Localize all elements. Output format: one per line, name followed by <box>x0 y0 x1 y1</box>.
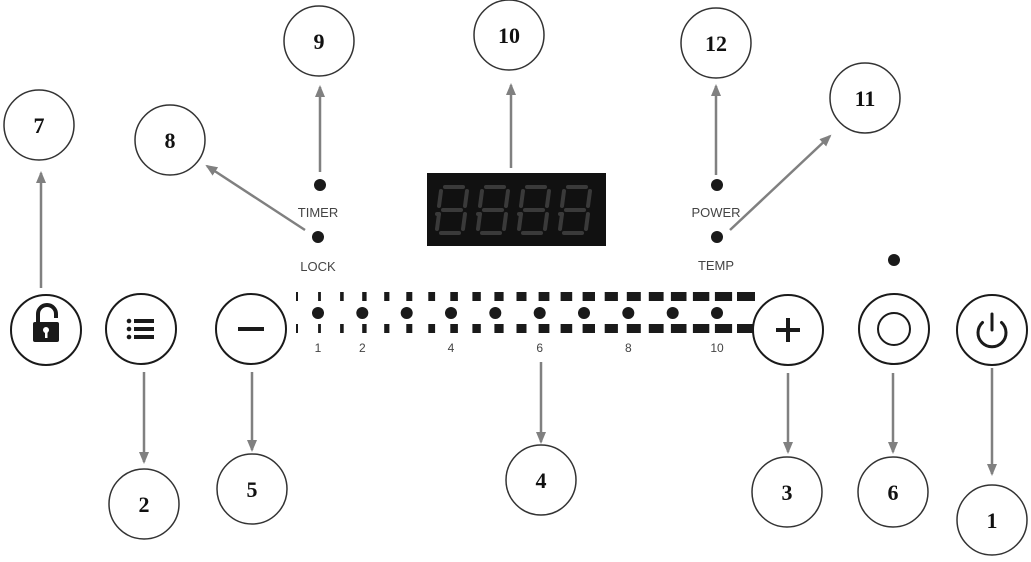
level-scale <box>296 292 755 333</box>
callout-circle-12 <box>680 7 752 79</box>
level-tick-labels: 1 2 4 6 8 10 <box>315 341 724 355</box>
level-tick-label: 4 <box>448 341 455 355</box>
minus-button[interactable] <box>215 293 287 365</box>
power-label: POWER <box>691 205 740 220</box>
callout-12: 12 <box>705 31 727 56</box>
circle-button[interactable] <box>858 293 930 365</box>
callout-3: 3 <box>782 480 793 505</box>
callout-9: 9 <box>314 29 325 54</box>
callout-4: 4 <box>536 468 547 493</box>
callout-2: 2 <box>139 492 150 517</box>
level-dot <box>666 307 679 319</box>
indicators: TIMER LOCK POWER TEMP <box>298 179 900 274</box>
arrow-8 <box>205 164 306 232</box>
level-dot <box>312 307 324 319</box>
temp-label: TEMP <box>698 258 734 273</box>
temp-led <box>711 231 723 243</box>
plus-icon <box>776 318 800 342</box>
lock-led <box>312 231 324 243</box>
power-button[interactable] <box>956 294 1028 366</box>
level-tick-label: 6 <box>536 341 543 355</box>
level-dot <box>711 307 723 319</box>
digital-display <box>427 173 606 246</box>
callout-circle-2 <box>108 468 180 540</box>
lock-icon <box>33 303 59 342</box>
lock-label: LOCK <box>300 259 336 274</box>
callout-circle-9 <box>283 5 355 77</box>
level-dot <box>622 307 635 319</box>
callout-circle-4 <box>505 444 577 516</box>
callout-8: 8 <box>165 128 176 153</box>
timer-label: TIMER <box>298 205 338 220</box>
callout-circle-11 <box>829 62 901 134</box>
arrows <box>36 83 997 476</box>
menu-button[interactable] <box>105 293 177 365</box>
level-dot <box>445 307 457 319</box>
plus-button[interactable] <box>752 294 824 366</box>
callout-circle-1 <box>956 484 1028 556</box>
level-dot <box>578 307 590 319</box>
callout-circle-7 <box>3 89 75 161</box>
callout-11: 11 <box>855 86 876 111</box>
menu-icon <box>126 318 154 340</box>
status-led <box>888 254 900 266</box>
level-dot <box>400 307 413 319</box>
lock-button[interactable] <box>10 294 82 366</box>
level-dot <box>533 307 546 319</box>
arrow-11 <box>729 134 832 231</box>
level-tick-label: 2 <box>359 341 366 355</box>
callout-10: 10 <box>498 23 520 48</box>
power-icon <box>976 312 1008 349</box>
callout-circle-10 <box>473 0 545 71</box>
level-dot <box>489 307 502 319</box>
level-tick-label: 1 <box>315 341 322 355</box>
callout-circle-3 <box>751 456 823 528</box>
level-tick-label: 8 <box>625 341 632 355</box>
level-dot <box>356 307 369 319</box>
callout-circle-8 <box>134 104 206 176</box>
callout-circle-6 <box>857 456 929 528</box>
power-led <box>711 179 723 191</box>
callout-5: 5 <box>247 477 258 502</box>
minus-icon <box>238 327 264 331</box>
callout-7: 7 <box>34 113 45 138</box>
circle-icon <box>877 312 911 346</box>
callout-numbers: 7 8 9 10 12 11 2 5 4 3 6 1 <box>34 23 998 533</box>
display-digits <box>435 185 592 235</box>
timer-led <box>314 179 326 191</box>
callout-circle-5 <box>216 453 288 525</box>
callout-6: 6 <box>888 480 899 505</box>
callout-1: 1 <box>987 508 998 533</box>
callout-circles <box>3 0 1028 556</box>
level-tick-label: 10 <box>710 341 724 355</box>
